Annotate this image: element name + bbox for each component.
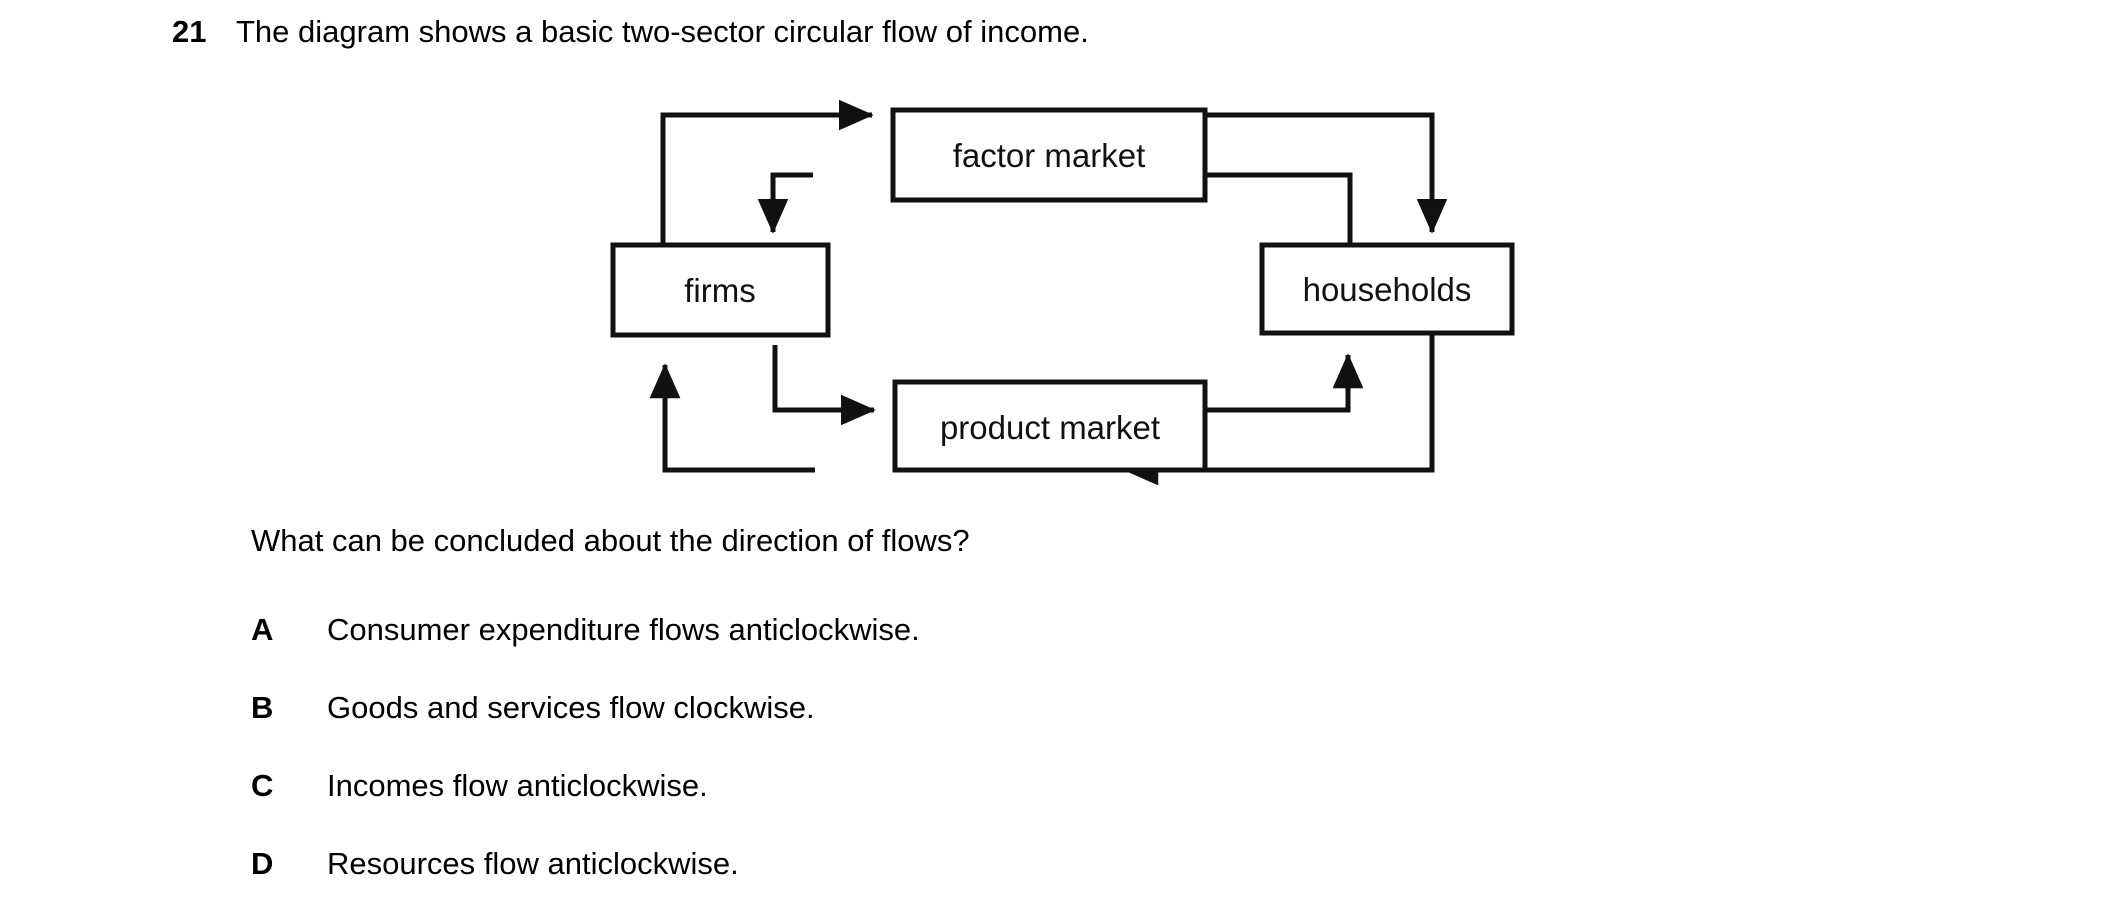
box-firms (610, 242, 831, 338)
box-product-market (892, 379, 1208, 473)
option-c[interactable]: C Incomes flow anticlockwise. (251, 768, 1551, 846)
option-d[interactable]: D Resources flow anticlockwise. (251, 846, 1551, 924)
arrow-factor-market-to-firms (757, 172, 813, 234)
box-households (1259, 242, 1515, 336)
box-label-firms: firms (684, 272, 755, 309)
arrow-product-market-to-firms (649, 363, 815, 473)
answer-options-list: A Consumer expenditure flows anticlockwi… (251, 612, 1551, 924)
option-a-text: Consumer expenditure flows anticlockwise… (327, 612, 920, 647)
option-b-text: Goods and services flow clockwise. (327, 690, 815, 725)
question-number: 21 (172, 14, 207, 49)
question-stem: The diagram shows a basic two-sector cir… (236, 14, 1089, 49)
arrow-product-market-to-households (1145, 353, 1364, 413)
arrow-households-to-product-market (1123, 335, 1435, 486)
option-d-text: Resources flow anticlockwise. (327, 846, 739, 881)
option-b[interactable]: B Goods and services flow clockwise. (251, 690, 1551, 768)
box-label-product-market: product market (940, 409, 1160, 446)
option-d-letter: D (251, 846, 274, 881)
option-c-text: Incomes flow anticlockwise. (327, 768, 708, 803)
arrow-firms-to-product-market (772, 345, 876, 426)
question-leadin: What can be concluded about the directio… (251, 523, 970, 558)
option-a[interactable]: A Consumer expenditure flows anticlockwi… (251, 612, 1551, 690)
arrow-factor-market-to-households (1125, 112, 1448, 234)
diagram-svg: factor market firms households product m… (610, 99, 1515, 486)
circular-flow-diagram: factor market firms households product m… (0, 80, 1700, 500)
box-factor-market (890, 107, 1208, 203)
option-c-letter: C (251, 768, 274, 803)
box-label-factor-market: factor market (953, 137, 1146, 174)
arrow-firms-to-factor-market (660, 99, 874, 255)
arrow-households-to-factor-market (1143, 159, 1353, 255)
option-b-letter: B (251, 690, 274, 725)
option-a-letter: A (251, 612, 274, 647)
box-label-households: households (1303, 271, 1472, 308)
question-header: 21 The diagram shows a basic two-sector … (172, 14, 1089, 50)
